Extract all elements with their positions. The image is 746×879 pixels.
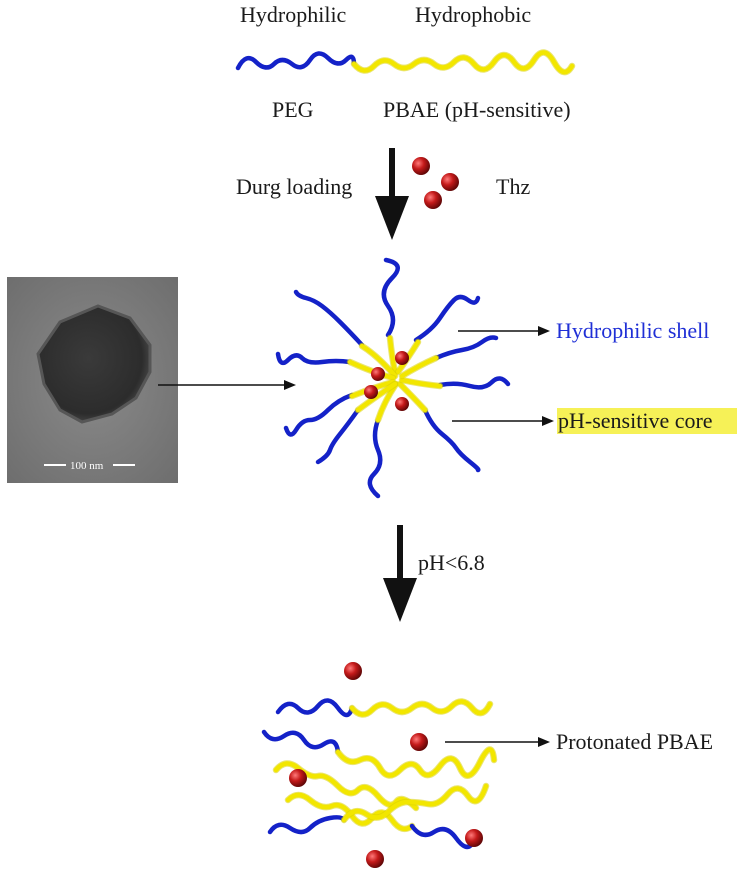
corona-chain <box>283 392 355 437</box>
thz-label: Thz <box>496 174 530 199</box>
corona-chain <box>275 351 353 366</box>
corona-chain <box>422 407 481 473</box>
hydrophobic-label: Hydrophobic <box>415 2 531 27</box>
pbae-chain <box>349 699 493 717</box>
drug-particle <box>289 769 307 787</box>
protonated-pointer-head <box>538 737 550 747</box>
shell-pointer-head <box>538 326 550 336</box>
pbae-label: PBAE (pH-sensitive) <box>383 97 571 122</box>
peg-chain <box>409 823 475 850</box>
drug-particle <box>395 397 409 411</box>
core-label-highlight <box>557 408 737 434</box>
corona-chain <box>437 376 511 390</box>
peg-label: PEG <box>272 97 314 122</box>
protonated-pbae-label: Protonated PBAE <box>556 729 713 754</box>
scale-bar-label: 100 nm <box>70 460 104 472</box>
down-arrow-ph <box>383 525 417 622</box>
pbae-chain <box>351 50 575 75</box>
tem-pointer-head <box>284 380 296 390</box>
micelle <box>275 257 511 499</box>
core-pointer-head <box>542 416 554 426</box>
hydrophilic-label: Hydrophilic <box>240 2 347 27</box>
pbae-chain <box>335 747 497 778</box>
micelle-core <box>346 334 444 424</box>
drug-particle <box>410 733 428 751</box>
drug-particle <box>371 367 385 381</box>
corona-chain <box>315 407 361 465</box>
corona-chain <box>413 294 481 343</box>
ph-condition-label: pH<6.8 <box>418 550 485 575</box>
drug-particle <box>441 173 459 191</box>
drug-particle <box>364 385 378 399</box>
peg-chain <box>275 698 355 718</box>
tem-image: 100 nm <box>7 277 178 483</box>
drug-particle <box>424 191 442 209</box>
peg-chain <box>235 51 357 71</box>
corona-chain <box>381 257 400 338</box>
corona-chain <box>293 289 365 348</box>
drug-particle <box>344 662 362 680</box>
drug-particle <box>395 351 409 365</box>
drug-particle <box>465 829 483 847</box>
peg-chain <box>267 815 347 835</box>
down-arrow-drug-loading <box>375 148 409 240</box>
drug-loading-label: Durg loading <box>236 174 352 199</box>
corona-chain <box>367 417 383 499</box>
corona-chain <box>433 335 499 361</box>
hydrophilic-shell-label: Hydrophilic shell <box>556 318 709 343</box>
tem-particle <box>36 304 152 424</box>
pbae-chain <box>341 783 489 823</box>
drug-particle <box>412 157 430 175</box>
drug-particle <box>366 850 384 868</box>
peg-chain <box>261 729 341 755</box>
ph-sensitive-core-label: pH-sensitive core <box>558 408 713 433</box>
